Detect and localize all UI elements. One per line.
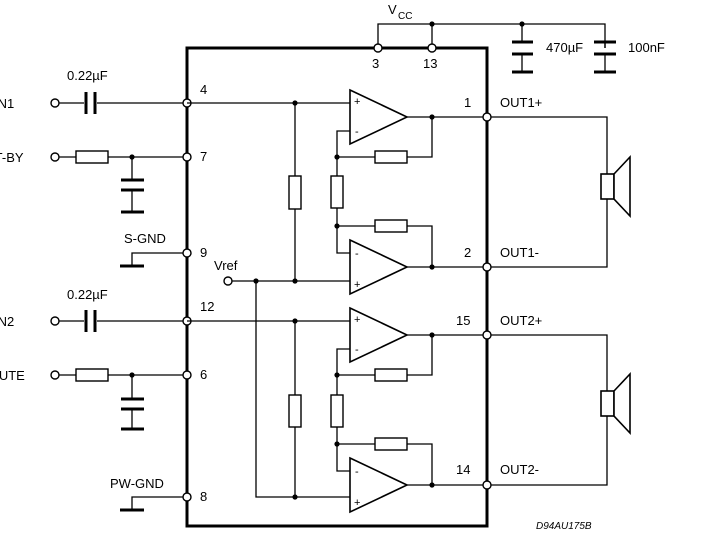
amp-2b	[349, 456, 409, 514]
in1-label: IN1	[0, 96, 14, 111]
sgnd-label: S-GND	[124, 231, 166, 246]
pin-6-label: 6	[200, 367, 207, 382]
stby-input: ST-BY 7	[0, 149, 207, 214]
svg-text:-: -	[355, 466, 359, 478]
pin-12-label: 12	[200, 299, 214, 314]
pwgnd-label: PW-GND	[110, 476, 164, 491]
pwgnd-input: PW-GND 8	[110, 476, 207, 512]
svg-text:+: +	[354, 497, 360, 509]
mute-input: MUTE 6	[0, 367, 207, 431]
pin-13-node	[427, 43, 437, 53]
stby-label: ST-BY	[0, 150, 24, 165]
vcc-supply: V CC 3 13 470µF 100nF	[372, 2, 665, 74]
cap-100nf-label: 100nF	[628, 40, 665, 55]
pin-6-node	[182, 370, 192, 380]
pin-1-label: 1	[464, 95, 471, 110]
cap-470uf-label: 470µF	[546, 40, 583, 55]
svg-text:-: -	[355, 126, 359, 138]
out2p-label: OUT2+	[500, 313, 542, 328]
channel-1: + - - + 1 2 OUT1+ OUT1-	[187, 88, 608, 296]
vcc-label: V	[388, 2, 397, 17]
vref-node: Vref	[214, 258, 350, 498]
pin-7-label: 7	[200, 149, 207, 164]
svg-text:-: -	[355, 344, 359, 356]
pin-7-node	[182, 152, 192, 162]
mute-label: MUTE	[0, 368, 25, 383]
pin-3-label: 3	[372, 56, 379, 71]
sgnd-input: S-GND 9	[120, 231, 207, 268]
vcc-label-sub: CC	[398, 11, 412, 22]
pin-15-node	[482, 330, 492, 340]
speaker-2-icon	[600, 371, 631, 436]
svg-text:+: +	[354, 314, 360, 326]
pin-9-node	[182, 248, 192, 258]
drawing-code: D94AU175B	[536, 521, 592, 532]
pin-9-label: 9	[200, 245, 207, 260]
pin-2-node	[482, 262, 492, 272]
amp-1b	[349, 238, 409, 296]
svg-text:+: +	[354, 279, 360, 291]
pin-14-node	[482, 480, 492, 490]
channel-2: + - - + 15 14 OUT2+ OUT2-	[187, 306, 608, 514]
out1m-label: OUT1-	[500, 245, 539, 260]
ic-package	[185, 46, 489, 528]
in2-label: IN2	[0, 314, 14, 329]
vref-label: Vref	[214, 258, 238, 273]
in2-input: IN2 0.22µF 12	[0, 287, 214, 332]
pin-15-label: 15	[456, 313, 470, 328]
speaker-1-icon	[600, 154, 631, 219]
cap-in1-label: 0.22µF	[67, 68, 108, 83]
pin-3-node	[373, 43, 383, 53]
cap-in2-label: 0.22µF	[67, 287, 108, 302]
svg-text:+: +	[354, 96, 360, 108]
pin-13-label: 13	[423, 56, 437, 71]
amp-2a	[349, 306, 409, 364]
pin-8-label: 8	[200, 489, 207, 504]
out1p-label: OUT1+	[500, 95, 542, 110]
pin-2-label: 2	[464, 245, 471, 260]
pin-14-label: 14	[456, 462, 470, 477]
pin-8-node	[182, 492, 192, 502]
svg-text:-: -	[355, 248, 359, 260]
in1-input: IN1 0.22µF 4	[0, 68, 207, 114]
amp-1a	[349, 88, 409, 146]
pin-1-node	[482, 112, 492, 122]
out2m-label: OUT2-	[500, 462, 539, 477]
pin-4-label: 4	[200, 82, 207, 97]
